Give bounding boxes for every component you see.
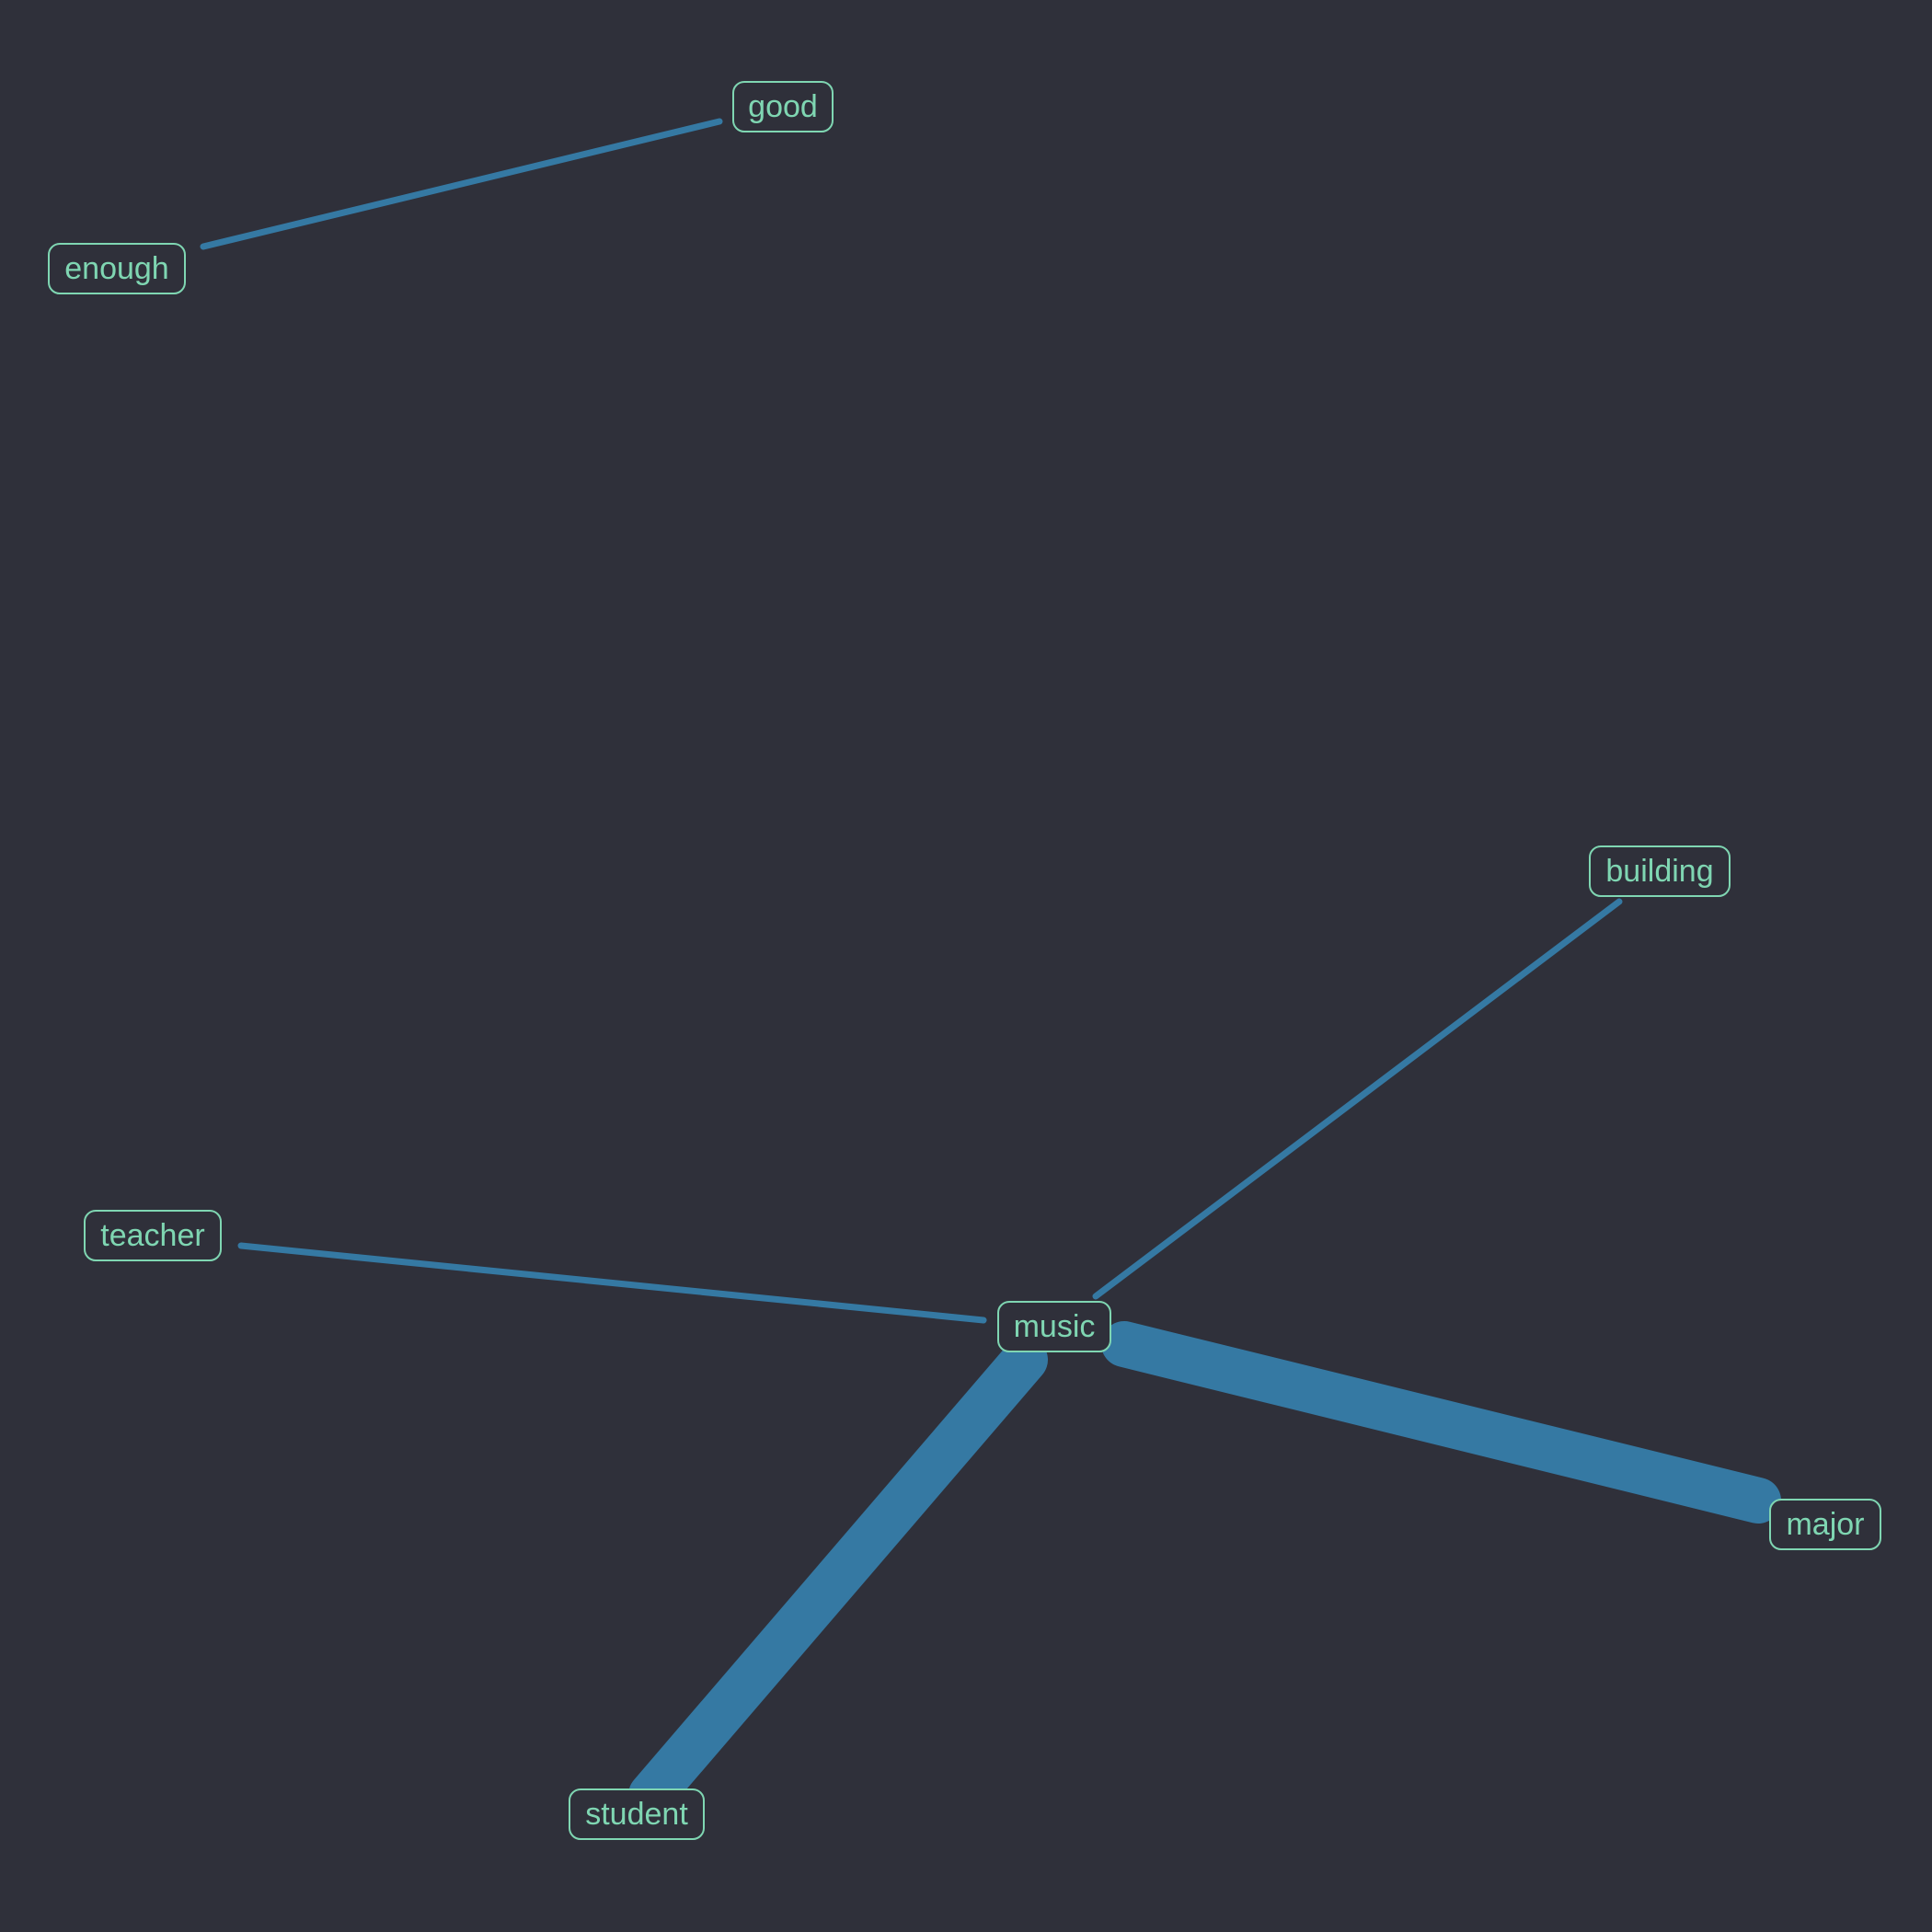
node-teacher[interactable]: teacher <box>84 1210 222 1261</box>
node-box-music <box>997 1301 1111 1352</box>
node-label-enough: enough <box>64 251 168 286</box>
node-label-major: major <box>1786 1507 1864 1542</box>
node-label-building: building <box>1605 854 1713 889</box>
edge-music-major <box>1101 1321 1781 1524</box>
node-box-good <box>732 81 834 132</box>
node-label-music: music <box>1014 1309 1096 1344</box>
node-music[interactable]: music <box>997 1301 1111 1352</box>
node-box-teacher <box>84 1210 222 1261</box>
edge-enough-good <box>200 118 723 250</box>
node-label-teacher: teacher <box>100 1218 204 1253</box>
edge-music-building <box>1092 898 1623 1300</box>
node-label-student: student <box>585 1797 688 1832</box>
node-box-building <box>1589 845 1731 897</box>
nodes-layer: good enough building teacher music major stude… <box>48 81 1881 1840</box>
node-major[interactable]: major <box>1769 1499 1881 1550</box>
edges-layer <box>200 118 1781 1818</box>
edge-teacher-music <box>237 1242 987 1324</box>
node-box-enough <box>48 243 186 294</box>
node-label-good: good <box>748 89 818 124</box>
node-building[interactable]: building <box>1589 845 1731 897</box>
node-student[interactable]: student <box>569 1788 705 1840</box>
node-good[interactable]: good <box>732 81 834 132</box>
edge-music-student <box>628 1337 1048 1818</box>
node-box-major <box>1769 1499 1881 1550</box>
node-box-student <box>569 1788 705 1840</box>
node-enough[interactable]: enough <box>48 243 186 294</box>
